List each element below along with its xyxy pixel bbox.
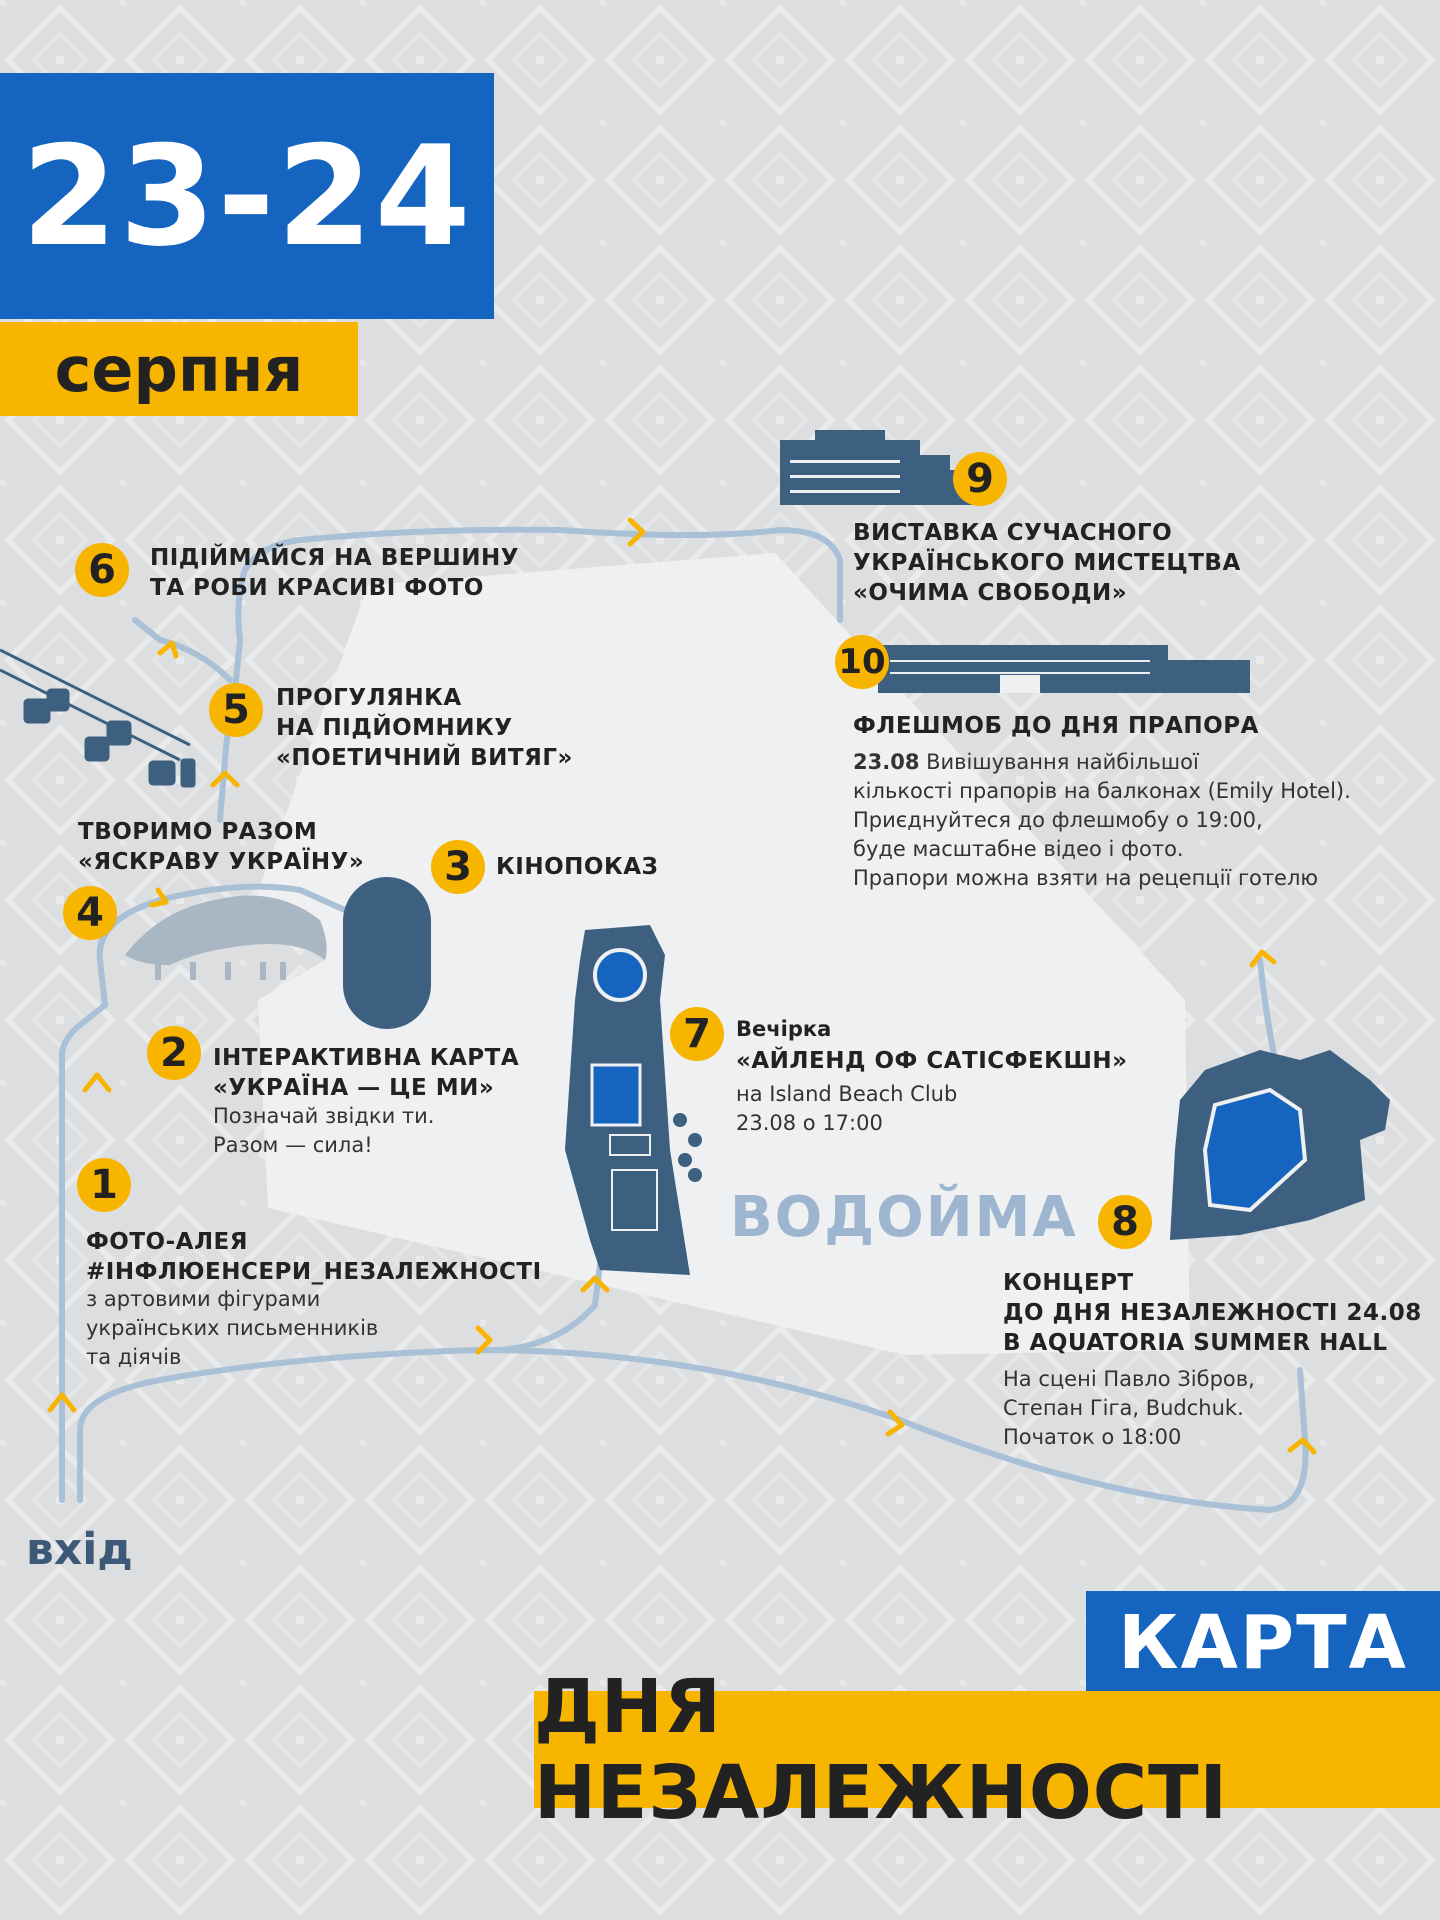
arrow-mark <box>157 640 179 659</box>
park-area <box>255 553 1190 1355</box>
exhibition-building <box>780 430 980 505</box>
point-title-5: ПРОГУЛЯНКА НА ПІДЙОМНИКУ «ПОЕТИЧНИЙ ВИТЯ… <box>276 685 573 771</box>
point-marker-3[interactable]: 3 <box>431 840 485 894</box>
point-title-3: КІНОПОКАЗ <box>496 854 659 880</box>
arrow-mark <box>885 1409 905 1437</box>
month-banner: серпня <box>0 322 358 416</box>
point-marker-5[interactable]: 5 <box>209 683 263 737</box>
footer-title-line1: КАРТА <box>1118 1600 1408 1686</box>
point-marker-8[interactable]: 8 <box>1098 1195 1152 1249</box>
point-title-4: ТВОРИМО РАЗОМ «ЯСКРАВУ УКРАЇНУ» <box>78 819 365 875</box>
point-marker-7[interactable]: 7 <box>670 1007 724 1061</box>
event-month: серпня <box>54 332 304 406</box>
point-desc-2: Позначай звідки ти. Разом — сила! <box>213 1104 435 1157</box>
point-desc-8: На сцені Павло Зібров, Степан Гіга, Budc… <box>1003 1367 1255 1449</box>
cinema-area <box>343 877 431 1029</box>
arrow-mark <box>1249 949 1277 968</box>
arrow-mark <box>475 1325 493 1355</box>
point-marker-10[interactable]: 10 <box>835 635 889 689</box>
arrow-mark <box>580 1275 610 1293</box>
point-desc-10: 23.08 Вивішування найбільшої кількості п… <box>853 750 1351 890</box>
point-marker-6[interactable]: 6 <box>75 543 129 597</box>
point-marker-2[interactable]: 2 <box>147 1026 201 1080</box>
arrow-mark <box>627 517 646 547</box>
footer-title-line2: ДНЯ НЕЗАЛЕЖНОСТІ <box>534 1663 1229 1836</box>
point-desc-1: з артовими фігурами українських письменн… <box>86 1287 379 1369</box>
flashmob-date: 23.08 <box>853 750 920 774</box>
aquatoria-hall-building <box>1170 1050 1390 1240</box>
point-marker-9[interactable]: 9 <box>953 452 1007 506</box>
arrow-mark <box>82 1072 112 1093</box>
cable-car-icon <box>0 648 196 788</box>
water-label: ВОДОЙМА <box>730 1185 1078 1250</box>
point-title-7: «АЙЛЕНД ОФ САТІСФЕКШН» <box>736 1048 1128 1074</box>
point-title-1: ФОТО-АЛЕЯ #ІНФЛЮЕНСЕРИ_НЕЗАЛЕЖНОСТІ <box>86 1229 542 1285</box>
event-dates: 23-24 <box>21 115 473 277</box>
point-desc-7: на Island Beach Club 23.08 о 17:00 <box>736 1082 958 1135</box>
arrow-mark <box>149 887 169 908</box>
point-marker-4[interactable]: 4 <box>63 886 117 940</box>
arrow-mark <box>47 1392 77 1413</box>
direction-arrows <box>47 517 1317 1455</box>
point-marker-1[interactable]: 1 <box>77 1158 131 1212</box>
date-banner: 23-24 <box>0 73 494 319</box>
point-title-8: КОНЦЕРТ ДО ДНЯ НЕЗАЛЕЖНОСТІ 24.08 В AQUA… <box>1003 1270 1422 1356</box>
entrance-label[interactable]: вхід <box>26 1524 133 1575</box>
point-title-10: ФЛЕШМОБ ДО ДНЯ ПРАПОРА <box>853 713 1259 739</box>
point-title-6: ПІДІЙМАЙСЯ НА ВЕРШИНУ ТА РОБИ КРАСИВІ ФО… <box>150 545 519 601</box>
emily-hotel-building <box>878 645 1250 693</box>
island-beach-club-building <box>565 925 702 1275</box>
footer-subtitle-banner: ДНЯ НЕЗАЛЕЖНОСТІ <box>534 1664 1440 1836</box>
point-title-2: ІНТЕРАКТИВНА КАРТА «УКРАЇНА — ЦЕ МИ» <box>213 1045 520 1101</box>
arrow-mark <box>1287 1437 1317 1455</box>
footer-title-banner: КАРТА <box>1086 1591 1440 1695</box>
arrow-mark <box>210 770 240 788</box>
point-title-9: ВИСТАВКА СУЧАСНОГО УКРАЇНСЬКОГО МИСТЕЦТВ… <box>853 520 1241 606</box>
point-kicker-7: Вечірка <box>736 1017 832 1041</box>
photo-stage-icon <box>125 895 327 980</box>
